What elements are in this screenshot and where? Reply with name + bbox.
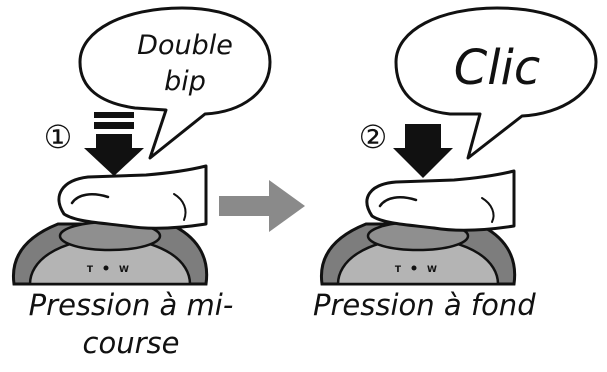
- half-press-panel: Double bip ① T W: [11, 6, 272, 286]
- dial-label-w: W: [119, 265, 129, 275]
- step-number-2: ②: [359, 118, 388, 156]
- caption-half-press: Pression à mi- course: [16, 286, 246, 362]
- bubble-text-double: Double: [137, 30, 233, 61]
- bubble-text-bip: bip: [164, 66, 206, 97]
- bubble-text-clic: Clic: [454, 40, 541, 96]
- speech-bubble-double-bip: Double bip: [78, 6, 272, 160]
- speech-bubble-clic: Clic: [394, 6, 598, 160]
- finger-pressed: [365, 169, 516, 232]
- dial-label-t-2: T: [395, 265, 402, 275]
- full-press-arrow-icon: [393, 124, 453, 178]
- finger: [57, 164, 208, 230]
- full-press-panel: Clic ② T W: [319, 6, 598, 286]
- camera-shutter-button-half: T W: [11, 220, 209, 286]
- caption-half-press-line1: Pression à mi-: [28, 288, 234, 322]
- right-arrow-icon: [219, 180, 305, 232]
- camera-shutter-button-full: T W: [319, 220, 517, 286]
- caption-full-press: Pression à fond: [313, 288, 536, 322]
- dial-label-t: T: [87, 265, 94, 275]
- half-press-arrow-icon: [84, 112, 144, 176]
- dial-label-w-2: W: [427, 265, 437, 275]
- caption-half-press-line2: course: [82, 326, 180, 360]
- step-number-1: ①: [44, 118, 73, 156]
